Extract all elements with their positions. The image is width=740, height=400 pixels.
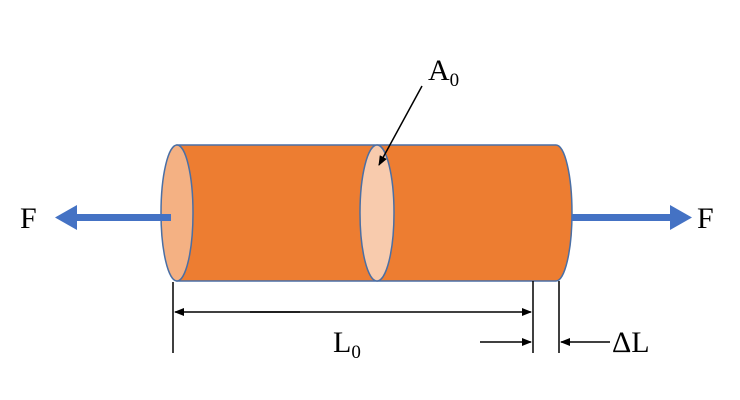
length-label: L0 — [333, 326, 361, 363]
area-pointer-arrow — [378, 85, 423, 166]
force-arrow-right — [572, 205, 692, 230]
cross-section-area — [359, 144, 395, 282]
force-label-left: F — [20, 202, 37, 235]
force-label-right: F — [697, 202, 714, 235]
elongation-label: ΔL — [612, 326, 650, 359]
force-arrow-left — [55, 205, 171, 230]
cylinder-end-face — [160, 144, 194, 282]
area-label: A0 — [428, 54, 459, 91]
